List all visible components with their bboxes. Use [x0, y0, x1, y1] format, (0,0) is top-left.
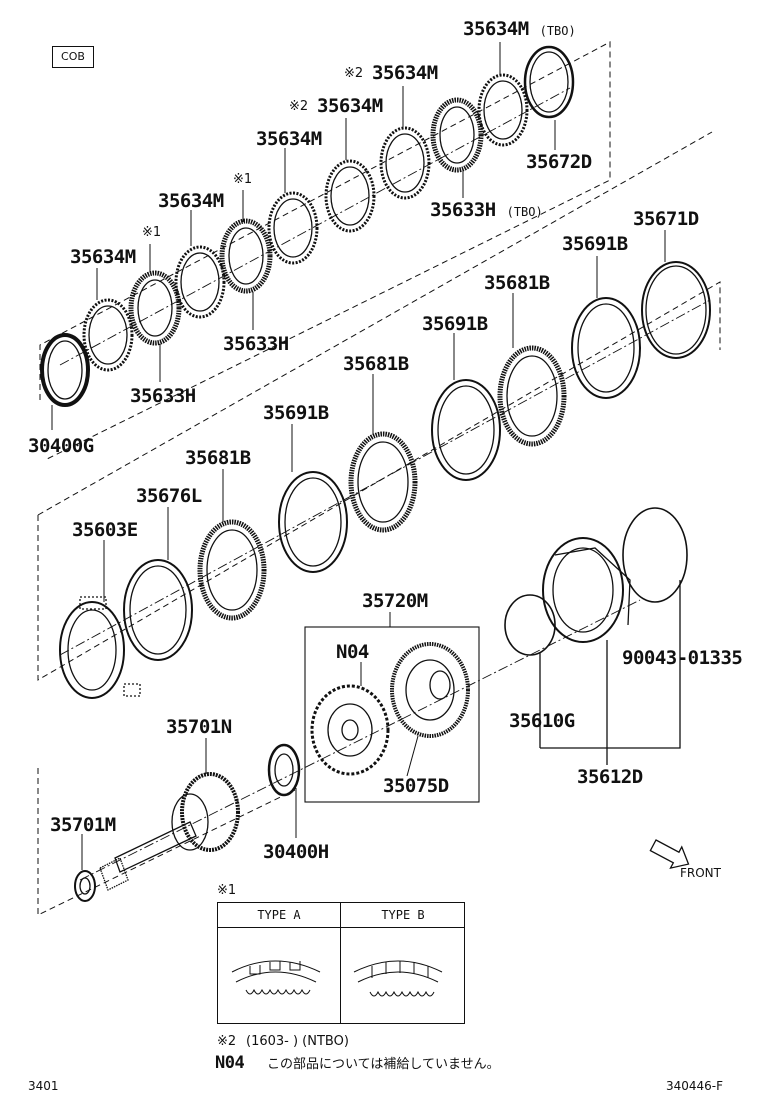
label-35672d[interactable]: 35672D	[526, 151, 592, 173]
gear-35075d	[390, 642, 470, 738]
ring-35671d	[641, 261, 711, 359]
label-35676l[interactable]: 35676L	[136, 485, 202, 507]
label-35720m[interactable]: 35720M	[362, 590, 428, 612]
shaft-assembly	[74, 743, 301, 902]
label-35612d[interactable]: 35612D	[577, 766, 643, 788]
label-35681b-c[interactable]: 35681B	[185, 447, 251, 469]
legend-type-b-illustration	[353, 960, 443, 997]
label-35701n[interactable]: 35701N	[166, 716, 232, 738]
label-35633h-a[interactable]: 35633H	[223, 333, 289, 355]
label-35691b-b[interactable]: 35691B	[422, 313, 488, 335]
catalog-code-box: COB	[52, 46, 94, 68]
shaft-35701n	[99, 821, 197, 891]
mark-2b: ※2	[289, 99, 309, 114]
label-35701m[interactable]: 35701M	[50, 814, 116, 836]
plate-35691b-3	[571, 297, 641, 399]
footer-left-code: 3401	[28, 1079, 59, 1093]
label-35633h-b[interactable]: 35633H	[130, 385, 196, 407]
seal-35610g	[504, 594, 556, 656]
disc-35681b-2	[348, 431, 418, 533]
assembly-box-35720m	[304, 626, 480, 803]
legend-divider	[340, 903, 341, 1023]
plate-35634m-2	[174, 245, 226, 319]
label-35634m-c[interactable]: 35634M	[70, 246, 136, 268]
leader-lines	[51, 42, 666, 870]
drum-35612d	[542, 537, 631, 643]
label-35671d[interactable]: 35671D	[633, 208, 699, 230]
o-ring-90043	[622, 507, 688, 603]
leader-lines-drum	[539, 580, 681, 765]
legend-type-b: TYPE B	[381, 908, 425, 922]
disc-35633h-2	[219, 218, 273, 294]
legend-table: TYPE A TYPE B	[217, 902, 465, 1024]
assembly-boundaries	[37, 41, 721, 916]
carrier-n04	[310, 684, 390, 776]
snap-ring-30400g	[40, 333, 90, 407]
note-n04-text: この部品については補給していません。	[267, 1057, 500, 1072]
plate-35634m-3	[267, 191, 319, 265]
label-n04[interactable]: N04	[336, 641, 369, 663]
label-30400g[interactable]: 30400G	[28, 435, 94, 457]
middle-clutch-pack	[59, 261, 711, 699]
legend-mark: ※1	[217, 883, 237, 898]
disc-35633h-1	[128, 270, 182, 346]
label-35633h-tbo[interactable]: 35633H (TBO)	[430, 199, 543, 221]
front-label: FRONT	[680, 866, 721, 880]
label-35634m-2b[interactable]: 35634M	[317, 95, 383, 117]
plate-35691b-1	[278, 471, 348, 573]
note-2-text: (1603- ) (NTBO)	[246, 1034, 349, 1049]
upper-clutch-pack	[40, 45, 575, 407]
ring-35672d	[523, 45, 575, 119]
plate-35634m-1	[82, 298, 134, 372]
footer-right-code: 340446-F	[666, 1079, 724, 1093]
disc-35681b-3	[497, 345, 567, 447]
legend-header-rule	[218, 927, 464, 928]
label-35634m-tbo[interactable]: 35634M (TBO)	[463, 18, 576, 40]
disc-35681b-1	[197, 519, 267, 621]
label-35634m-a[interactable]: 35634M	[256, 128, 322, 150]
washer-35701m	[74, 870, 96, 902]
plate-35634m-5	[379, 126, 431, 200]
note-n04-code: N04	[215, 1053, 245, 1073]
label-90043-01335[interactable]: 90043-01335	[622, 647, 743, 669]
plate-35634m-4	[324, 159, 376, 233]
gear-35701n	[171, 772, 240, 852]
note-2-mark: ※2	[217, 1034, 237, 1049]
label-35681b-b[interactable]: 35681B	[343, 353, 409, 375]
label-35681b-a[interactable]: 35681B	[484, 272, 550, 294]
piston-35603e	[59, 596, 141, 699]
mark-2a: ※2	[344, 66, 364, 81]
label-35691b-a[interactable]: 35691B	[562, 233, 628, 255]
label-35075d[interactable]: 35075D	[383, 775, 449, 797]
label-30400h[interactable]: 30400H	[263, 841, 329, 863]
label-35691b-c[interactable]: 35691B	[263, 402, 329, 424]
spring-35676l	[123, 559, 193, 661]
label-35603e[interactable]: 35603E	[72, 519, 138, 541]
label-35634m-2a[interactable]: 35634M	[372, 62, 438, 84]
front-arrow-icon	[649, 839, 690, 870]
legend-type-a-illustration	[231, 960, 321, 995]
label-35610g[interactable]: 35610G	[509, 710, 575, 732]
plate-35691b-2	[431, 379, 501, 481]
mark-1b: ※1	[142, 225, 162, 240]
legend-type-a: TYPE A	[257, 908, 301, 922]
plate-35634m-tbo	[477, 73, 529, 147]
washer-30400h	[267, 743, 301, 797]
mark-1a: ※1	[233, 172, 253, 187]
label-35634m-b[interactable]: 35634M	[158, 190, 224, 212]
disc-35633h-tbo	[430, 97, 484, 173]
clutch-drum-group	[504, 507, 688, 765]
